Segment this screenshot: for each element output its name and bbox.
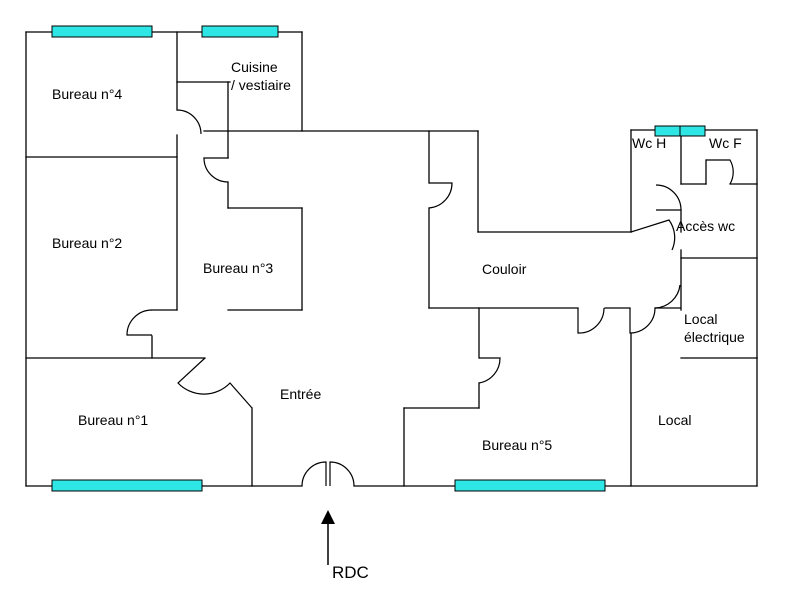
room-label-local-line1: Local xyxy=(684,311,718,327)
room-label-bureau1: Bureau n°1 xyxy=(78,412,149,428)
window xyxy=(201,25,279,38)
room-label-local-electrique: électrique xyxy=(684,329,745,345)
room-label-wc-h: Wc H xyxy=(632,135,667,151)
room-label-cuisine: Cuisine xyxy=(231,59,278,75)
room-label-bureau5: Bureau n°5 xyxy=(482,437,553,453)
window xyxy=(454,479,606,492)
room-label-bureau2: Bureau n°2 xyxy=(52,235,123,251)
room-label-bureau3: Bureau n°3 xyxy=(203,260,274,276)
windows xyxy=(51,25,706,492)
room-label-vestiaire: / vestiaire xyxy=(231,77,291,93)
room-label-couloir: Couloir xyxy=(482,261,527,277)
room-label-wc-f: Wc F xyxy=(709,135,742,151)
room-label-acces-wc: Accès wc xyxy=(676,218,736,234)
window xyxy=(51,479,203,492)
entrance-arrow xyxy=(321,510,335,565)
level-label: RDC xyxy=(332,563,369,582)
room-label-entree: Entrée xyxy=(280,386,322,402)
room-label-bureau4: Bureau n°4 xyxy=(52,86,123,102)
window xyxy=(51,25,153,38)
room-label-local: Local xyxy=(658,412,692,428)
door-swings xyxy=(126,109,734,487)
